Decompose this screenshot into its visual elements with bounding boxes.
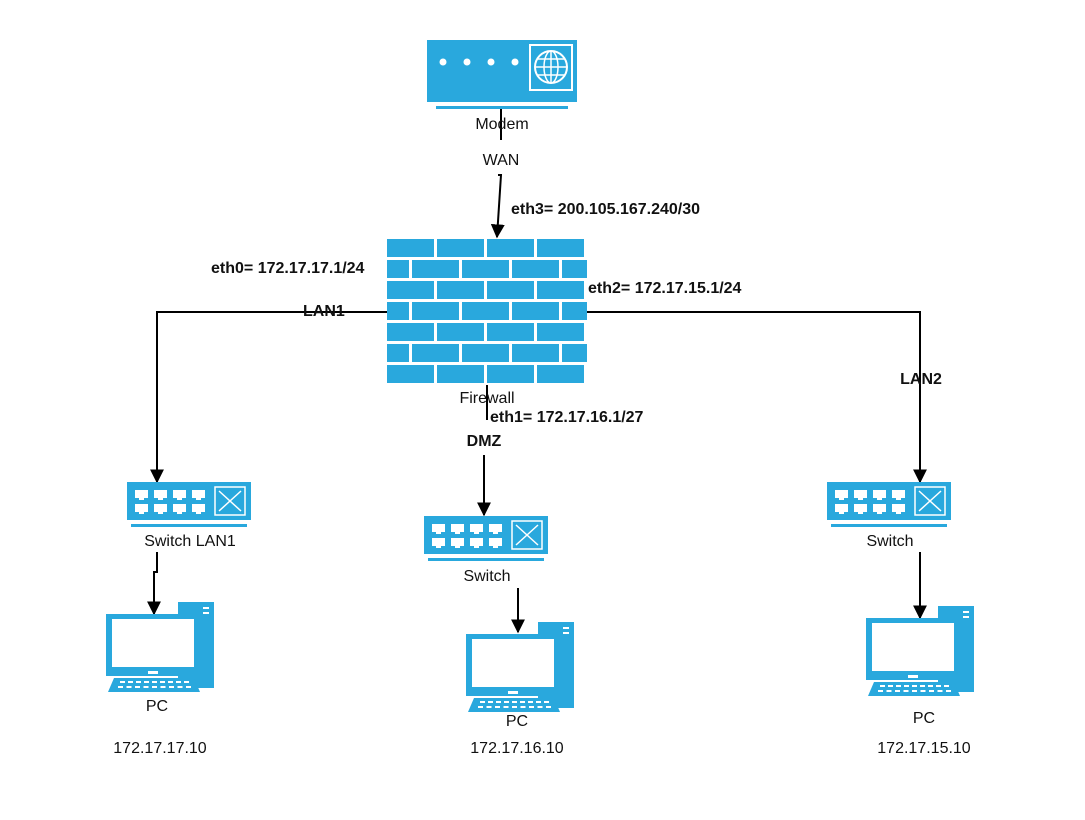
switch-lan1-label: Switch LAN1 (144, 533, 236, 550)
modem-icon (427, 40, 577, 109)
eth1-label: eth1= 172.17.16.1/27 (490, 409, 644, 426)
wan-link-arrow (490, 174, 505, 239)
pc-icon (466, 622, 574, 712)
switch-icon (827, 482, 951, 527)
eth0-label: eth0= 172.17.17.1/24 (211, 260, 365, 277)
switch-dmz-label: Switch (463, 568, 510, 585)
wan-label: WAN (483, 152, 520, 169)
lan1-link (150, 311, 387, 484)
pc-icon (106, 602, 214, 692)
eth3-label: eth3= 200.105.167.240/30 (511, 201, 700, 218)
pc-lan1-label: PC (146, 698, 168, 715)
pc-icon (866, 606, 974, 696)
switch-dmz[interactable]: Switch (424, 516, 548, 585)
firewall-label: Firewall (459, 390, 514, 407)
pc-lan1[interactable]: PC 172.17.17.10 (106, 602, 214, 757)
pc-lan1-ip: 172.17.17.10 (113, 740, 207, 757)
pc-lan2[interactable]: PC 172.17.15.10 (866, 606, 974, 757)
modem-label: Modem (475, 116, 528, 133)
switch-lan2[interactable]: Switch (827, 482, 951, 550)
pc-lan2-ip: 172.17.15.10 (877, 740, 971, 757)
switch-icon (127, 482, 251, 527)
eth2-label: eth2= 172.17.15.1/24 (588, 280, 742, 297)
switch-icon (424, 516, 548, 561)
pc-dmz-label: PC (506, 713, 528, 730)
switch-lan1[interactable]: Switch LAN1 (127, 482, 251, 550)
pc-dmz[interactable]: PC 172.17.16.10 (466, 622, 574, 757)
modem[interactable]: Modem (427, 40, 577, 133)
lan2-link (587, 311, 927, 484)
pc-dmz-ip: 172.17.16.10 (470, 740, 564, 757)
lan2-label: LAN2 (900, 371, 942, 388)
firewall-icon (387, 239, 587, 383)
lan1-label: LAN1 (303, 303, 345, 320)
dmz-label: DMZ (467, 433, 502, 450)
switch-lan1-pc-link (147, 552, 161, 616)
connections (147, 108, 927, 634)
pc-lan2-label: PC (913, 710, 935, 727)
firewall[interactable]: Firewall (387, 239, 587, 407)
switch-lan2-label: Switch (866, 533, 913, 550)
